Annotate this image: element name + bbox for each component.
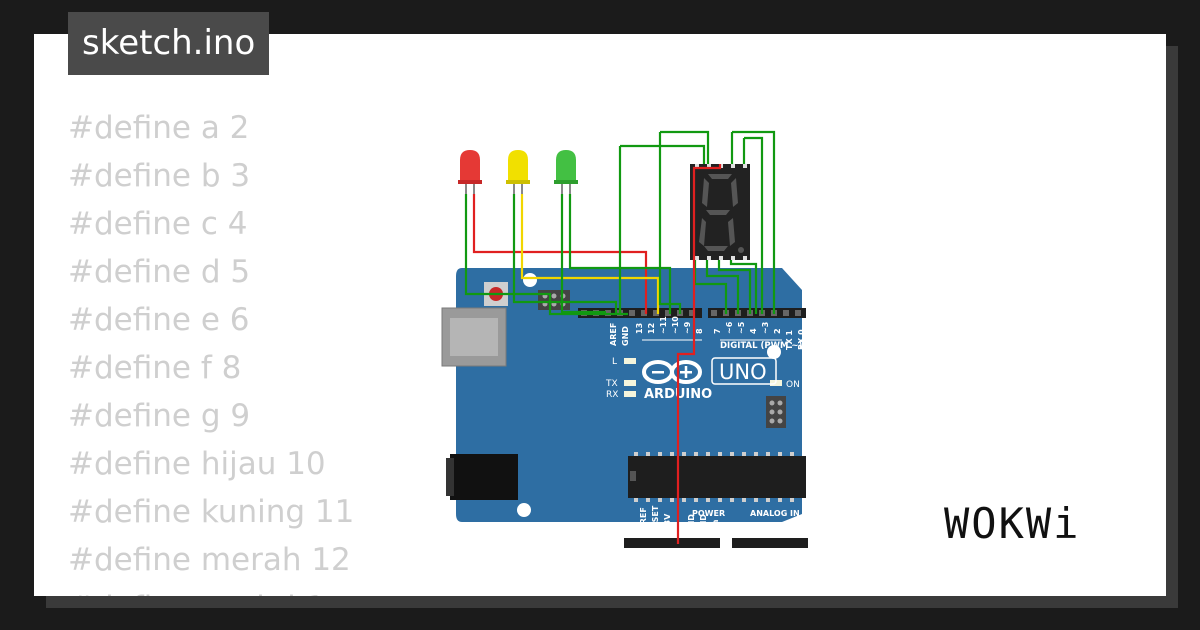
pin-label: A5 (793, 522, 802, 534)
code-preview: #define a 2 #define b 3 #define c 4 #def… (68, 104, 354, 596)
pin-label: ~3 (761, 322, 770, 334)
pin-label: A2 (757, 522, 766, 534)
red-led (458, 150, 482, 194)
pin-label: ~9 (683, 321, 692, 334)
pin-label: 5V (675, 521, 684, 534)
power-jack (450, 454, 518, 500)
power-label: POWER (692, 509, 725, 518)
code-line: #define a 2 (68, 110, 250, 146)
digital-label: DIGITAL (PWM ~) (720, 341, 802, 351)
pin-label: AREF (609, 323, 618, 346)
analog-label: ANALOG IN (750, 509, 800, 518)
analog-header (732, 538, 808, 548)
pin-label: Vin (711, 519, 720, 534)
pin-label: ~10 (671, 316, 680, 334)
pin-label: ~5 (737, 321, 746, 334)
l-led-label: L (612, 357, 617, 367)
preview-card: #define a 2 #define b 3 #define c 4 #def… (34, 34, 1166, 596)
code-line: #define d 5 (68, 254, 251, 290)
pin-label: 3.3V (663, 513, 672, 534)
pin-label: 13 (635, 323, 644, 334)
pin-label: A1 (745, 522, 754, 534)
code-line: #define pushd 1 (68, 584, 354, 596)
power-header (624, 538, 720, 548)
pin-label: 12 (647, 323, 656, 334)
rx-led-label: RX (606, 390, 618, 400)
pin-label: GND (621, 326, 630, 346)
seven-segment-display (690, 164, 750, 260)
yellow-led (506, 150, 530, 194)
code-line: #define kuning 11 (68, 494, 355, 530)
pin-label: 2 (773, 328, 782, 334)
wires (464, 130, 776, 544)
code-line: #define e 6 (68, 302, 250, 338)
code-line: #define g 9 (68, 398, 251, 434)
pin-label: 4 (749, 328, 758, 334)
pin-label: 8 (695, 328, 704, 334)
pin-label: 7 (713, 328, 722, 334)
green-led (554, 150, 578, 194)
pin-label: ~6 (725, 321, 734, 334)
wokwi-logo: WOKWi (944, 499, 1080, 548)
pin-label: A3 (769, 522, 778, 534)
on-led-label: ON (786, 380, 800, 390)
pin-label: GND (687, 514, 696, 534)
wokwi-logo-text: WOKWi (944, 499, 1080, 548)
atmega-chip (628, 456, 806, 498)
pin-label: A4 (781, 522, 790, 534)
tx-led-label: TX (605, 379, 618, 389)
uno-text: UNO (719, 360, 767, 384)
pin-label: RX 0 (797, 329, 806, 350)
code-line: #define hijau 10 (68, 446, 326, 482)
pin-label: ~11 (659, 316, 668, 334)
pin-label: IOREF (639, 507, 648, 534)
pin-label: RESET (651, 505, 660, 534)
pin-label: A0 (733, 522, 742, 534)
file-tab: sketch.ino (68, 12, 270, 75)
arduino-uno-board: AREF GND 13 12 ~11 ~10 ~9 8 7 ~6 ~5 4 ~3… (441, 268, 808, 548)
code-line: #define merah 12 (68, 542, 351, 578)
digital-header-left (578, 308, 702, 318)
code-line: #define b 3 (68, 158, 251, 194)
circuit-diagram: AREF GND 13 12 ~11 ~10 ~9 8 7 ~6 ~5 4 ~3… (441, 130, 808, 548)
pin-label: GND (699, 514, 708, 534)
pin-label: TX 1 (785, 330, 794, 350)
code-line: #define f 8 (68, 350, 242, 386)
code-line: #define c 4 (68, 206, 248, 242)
